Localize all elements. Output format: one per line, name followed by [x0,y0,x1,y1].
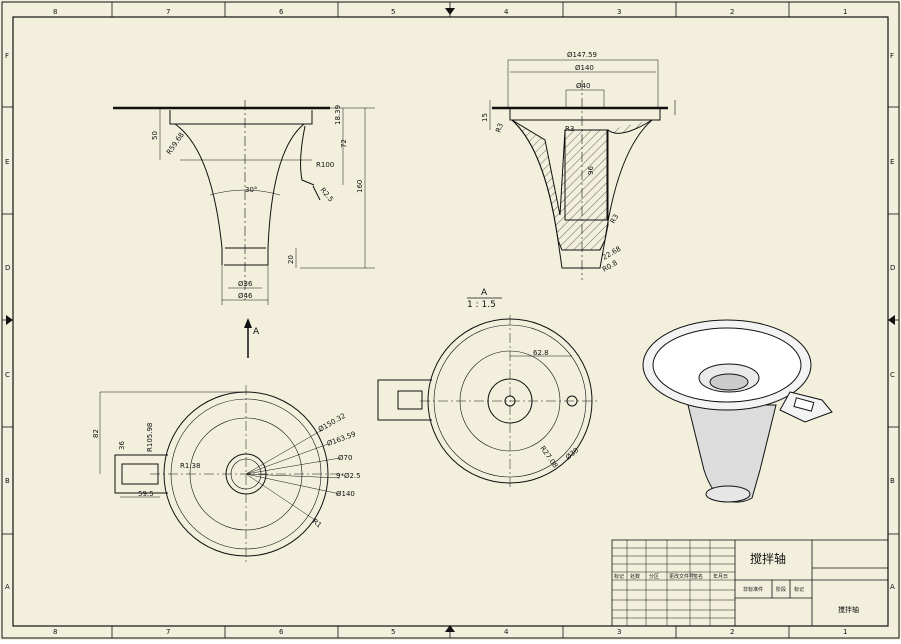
dim-label: Ø150.32 [317,412,347,434]
zone-label-left: E [5,158,9,166]
dim-label: R100 [316,161,334,169]
view-arrow-label: A [253,327,260,337]
dim-label: 9*Ø2.5 [336,472,361,480]
dim-label: 59.5 [138,490,154,498]
dim-label: 30° [245,186,257,194]
detail-view-dims: 62.8 R27.08 Ø30 [533,349,580,470]
dim-label: 15 [481,113,489,122]
dim-label: R105.98 [146,423,154,452]
zone-label-right: F [890,52,894,60]
title-extra-label: 标记 [794,586,804,593]
dim-label: 22.68 [601,245,622,262]
zone-label-bottom: 8 [53,628,57,636]
title-block [611,539,889,627]
title-row-label: 签名 [693,573,703,580]
zone-label-left: A [5,583,10,591]
zone-label-top: 4 [504,8,509,16]
zone-label-bottom: 3 [617,628,621,636]
dim-label: Ø163.59 [326,430,357,448]
zone-label-right: A [890,583,895,591]
zone-label-left: F [5,52,9,60]
dim-label: Ø147.59 [567,51,597,59]
detail-view: A 1 : 1.5 [377,288,600,490]
zone-label-bottom: 1 [843,628,847,636]
zone-label-top: 7 [166,8,170,16]
zone-label-left: D [5,264,10,272]
dim-label: 50 [151,131,159,140]
dim-label: 160 [356,180,364,193]
zone-label-right: D [890,264,895,272]
dim-label: 72 [340,139,348,148]
title-row-label: 更改文件号 [669,573,694,580]
zone-label-right: B [890,477,895,485]
zone-label-top: 6 [279,8,284,16]
dim-label: Ø140 [336,490,355,498]
material-label: 非标准件 [743,586,763,593]
zone-label-bottom: 2 [730,628,734,636]
dim-label: 18.39 [334,105,342,125]
dim-label: 96 [587,166,595,175]
title-row-label: 年月日 [713,573,728,580]
part-name-small: 搅拌轴 [838,605,859,614]
dim-label: Ø30 [564,446,580,461]
title-block-text: 搅拌轴 搅拌轴 非标准件 标记 处数 分区 更改文件号 签名 年月日 阶段 标记 [614,551,859,614]
zone-label-right: C [890,371,895,379]
dim-label: 82 [92,429,100,438]
zone-label-top: 2 [730,8,734,16]
dim-label: R3 [494,122,505,134]
title-extra-label: 阶段 [776,586,786,593]
dim-label: Ø40 [576,82,590,90]
zone-label-bottom: 6 [279,628,284,636]
dim-label: Ø46 [238,292,253,300]
dim-label: R3 [565,125,574,133]
top-view [99,385,341,565]
zone-label-bottom: 4 [504,628,509,636]
zone-label-bottom: 5 [391,628,395,636]
dim-label: R59.68 [165,131,186,156]
zone-label-right: E [890,158,894,166]
isometric-view [642,319,833,503]
dim-label: 62.8 [533,349,549,357]
dim-label: Ø36 [238,280,253,288]
dim-label: R1 [311,517,323,529]
zone-label-top: 8 [53,8,57,16]
dim-label: R3 [609,213,621,225]
title-row-label: 分区 [649,573,659,580]
zone-label-top: 1 [843,8,847,16]
front-view [113,100,375,305]
dim-label: Ø70 [338,454,352,462]
view-arrow: A [244,318,260,358]
part-name: 搅拌轴 [750,551,786,566]
front-view-dims: 50 R59.68 18.39 72 160 R100 R2.5 30° 20 … [151,105,364,300]
detail-view-title: A [481,288,488,298]
section-view [489,59,676,280]
dim-label: Ø140 [575,64,594,72]
zone-label-top: 3 [617,8,621,16]
title-row-label: 处数 [630,573,640,580]
title-row-label: 标记 [614,573,624,580]
dim-label: 36 [118,441,126,450]
zone-label-left: C [5,371,10,379]
dim-label: 20 [287,255,295,264]
dim-label: R2.5 [318,186,334,203]
zone-label-left: B [5,477,10,485]
detail-view-scale: 1 : 1.5 [467,300,496,310]
dim-label: R1.38 [180,462,200,470]
dim-label: R27.08 [538,445,559,470]
zone-label-top: 5 [391,8,395,16]
zone-label-bottom: 7 [166,628,170,636]
